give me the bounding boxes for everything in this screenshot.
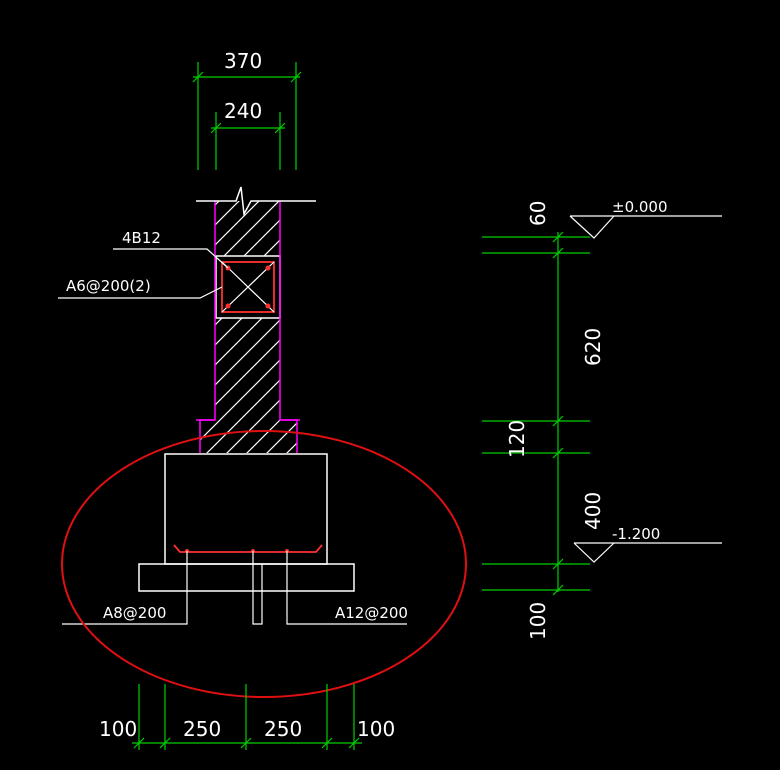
bottom-dimensions [132, 684, 362, 750]
main-bar [225, 303, 231, 309]
footing-rebar [173, 544, 323, 553]
dim-top-inner: 240 [224, 99, 262, 123]
dim-right-2: 620 [581, 328, 605, 366]
dim-top-outer: 370 [224, 49, 262, 73]
dim-bottom-2: 250 [183, 717, 221, 741]
right-dimensions [482, 231, 590, 596]
wall-section [196, 186, 316, 453]
dim-right-4: 400 [581, 492, 605, 530]
main-bars-label: 4B12 [122, 229, 161, 247]
break-line [196, 186, 316, 217]
main-bar [265, 265, 271, 271]
dim-right-1: 60 [526, 201, 550, 226]
dim-right-3: 120 [505, 420, 529, 458]
top-dimensions [192, 62, 302, 170]
footing-block [164, 453, 328, 565]
dim-right-5: 100 [526, 602, 550, 640]
wall-edge-left [199, 201, 216, 453]
main-bar [265, 303, 271, 309]
footing-cushion [138, 563, 355, 592]
stirrup-diagonal [221, 261, 275, 313]
footing-bar-left-label: A8@200 [103, 604, 166, 622]
ring-beam-leaders [58, 248, 229, 299]
wall-edge-right [279, 201, 298, 453]
highlight-ellipse [61, 430, 467, 698]
stirrups-label: A6@200(2) [66, 277, 151, 295]
elevation-bottom-mark [573, 542, 722, 563]
elevation-bottom-label: -1.200 [612, 525, 660, 543]
footing [138, 453, 355, 592]
elevation-top-mark [569, 215, 722, 239]
dim-bottom-3: 250 [264, 717, 302, 741]
elevation-top-label: ±0.000 [612, 198, 668, 216]
footing-bar-right-label: A12@200 [335, 604, 408, 622]
footing-leaders [62, 551, 407, 625]
dim-bottom-1: 100 [99, 717, 137, 741]
dim-bottom-4: 100 [357, 717, 395, 741]
